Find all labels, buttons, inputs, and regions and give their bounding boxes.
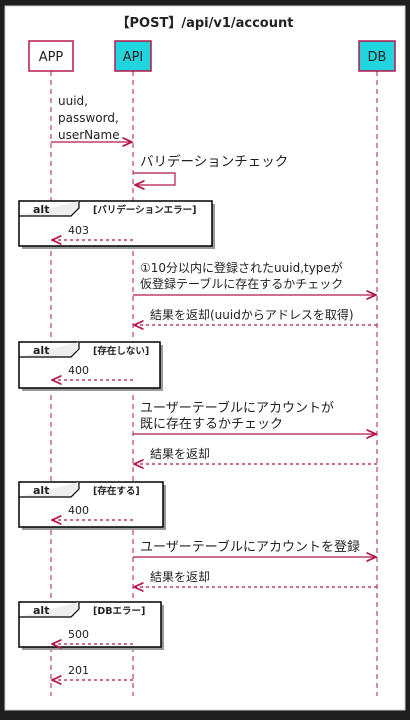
diagram-title: 【POST】/api/v1/account — [117, 15, 294, 31]
message-label: userName — [58, 128, 120, 142]
message-m8: 結果を返却 — [134, 447, 377, 464]
alt-fragment-condition: [DBエラー] — [93, 606, 145, 617]
api-participant: API — [114, 40, 152, 72]
alt-fragment-kind: alt — [33, 604, 49, 617]
db-participant: DB — [358, 40, 396, 72]
message-m12: 500 — [52, 628, 133, 644]
message-label: ユーザーテーブルにアカウントを登録 — [140, 539, 360, 555]
app-participant-label: APP — [39, 50, 64, 65]
alt-fragment-kind: alt — [33, 484, 49, 497]
db-participant-box — [358, 40, 396, 72]
message-label: 結果を返却 — [150, 570, 210, 584]
message-arrow — [133, 172, 176, 185]
message-label: 400 — [68, 364, 89, 377]
message-label: 結果を返却(uuidからアドレスを取得) — [150, 307, 354, 322]
message-label: uuid, — [58, 94, 88, 108]
message-m10: ユーザーテーブルにアカウントを登録 — [133, 539, 376, 557]
message-label: ①10分以内に登録されたuuid,typeが — [140, 260, 343, 275]
alt-fragment-box — [18, 601, 162, 648]
alt-fragment-kind: alt — [33, 344, 49, 357]
db-participant-label: DB — [368, 50, 387, 65]
alt-fragment-condition: [バリデーションエラー] — [93, 204, 197, 216]
message-m13: 201 — [52, 664, 133, 680]
message-label: バリデーションチェック — [140, 153, 288, 170]
message-m3: 403 — [52, 224, 133, 240]
message-label: 仮登録テーブルに存在するかチェック — [140, 276, 343, 291]
message-label: ユーザーテーブルにアカウントが — [140, 400, 334, 416]
message-label: password, — [58, 111, 119, 125]
message-label: 400 — [68, 504, 89, 517]
message-m11: 結果を返却 — [134, 570, 377, 587]
alt-fragment: alt [存在しない] — [18, 341, 163, 391]
message-label: 500 — [68, 628, 89, 641]
alt-fragment: alt [DBエラー] — [18, 601, 164, 650]
message-m6: 400 — [52, 364, 133, 380]
app-participant-box — [28, 40, 74, 72]
message-m2: バリデーションチェック — [133, 153, 288, 185]
alt-fragment-condition: [存在する] — [93, 485, 140, 497]
api-participant-label: API — [123, 50, 144, 65]
alt-fragment-condition: [存在しない] — [93, 345, 149, 357]
alt-fragment-tab — [19, 201, 80, 217]
message-label: 403 — [68, 224, 89, 237]
message-m1: uuid, password, userName — [51, 94, 132, 142]
alt-fragment-tab — [19, 342, 80, 358]
alt-fragment-tab — [19, 602, 80, 618]
message-label: 201 — [68, 664, 89, 677]
alt-fragment: alt [バリデーションエラー] — [18, 200, 215, 249]
message-label: 既に存在するかチェック — [140, 417, 283, 432]
message-label: 結果を返却 — [150, 447, 210, 461]
message-m9: 400 — [52, 504, 133, 520]
alt-fragment-kind: alt — [33, 203, 49, 216]
alt-fragment-tab — [19, 482, 80, 498]
alt-fragment: alt [存在する] — [18, 481, 166, 530]
api-participant-box — [114, 40, 152, 72]
app-participant: APP — [28, 40, 74, 72]
message-m5: 結果を返却(uuidからアドレスを取得) — [134, 307, 377, 325]
